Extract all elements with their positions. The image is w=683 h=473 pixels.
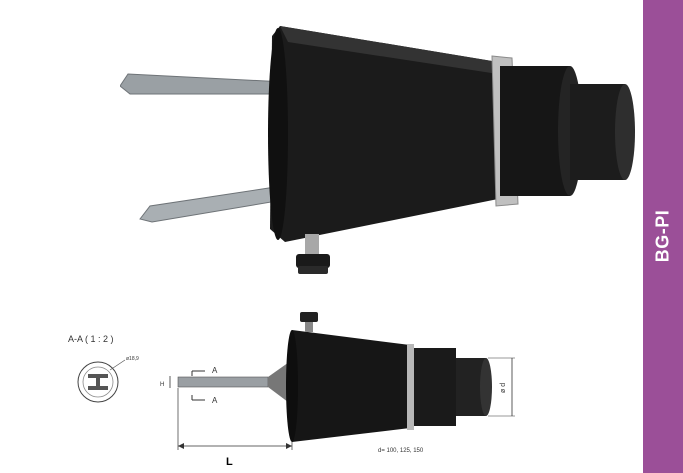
- technical-drawing: A-A ( 1 : 2 ) ø18,9 A A H: [68, 312, 515, 468]
- section-marker-bottom: A: [212, 396, 218, 405]
- section-detail: ø18,9: [126, 356, 139, 362]
- length-dimension: L: [226, 456, 233, 468]
- section-marker-top: A: [212, 366, 218, 375]
- product-code: BG-PI: [652, 209, 673, 263]
- product-photo: [120, 26, 635, 274]
- diameter-values: d= 100, 125, 150: [378, 448, 424, 454]
- height-dimension: H: [160, 382, 164, 388]
- section-label: A-A ( 1 : 2 ): [68, 334, 114, 344]
- diameter-dimension: ø d: [500, 383, 507, 393]
- category-sidebar: BG-PI: [643, 0, 683, 473]
